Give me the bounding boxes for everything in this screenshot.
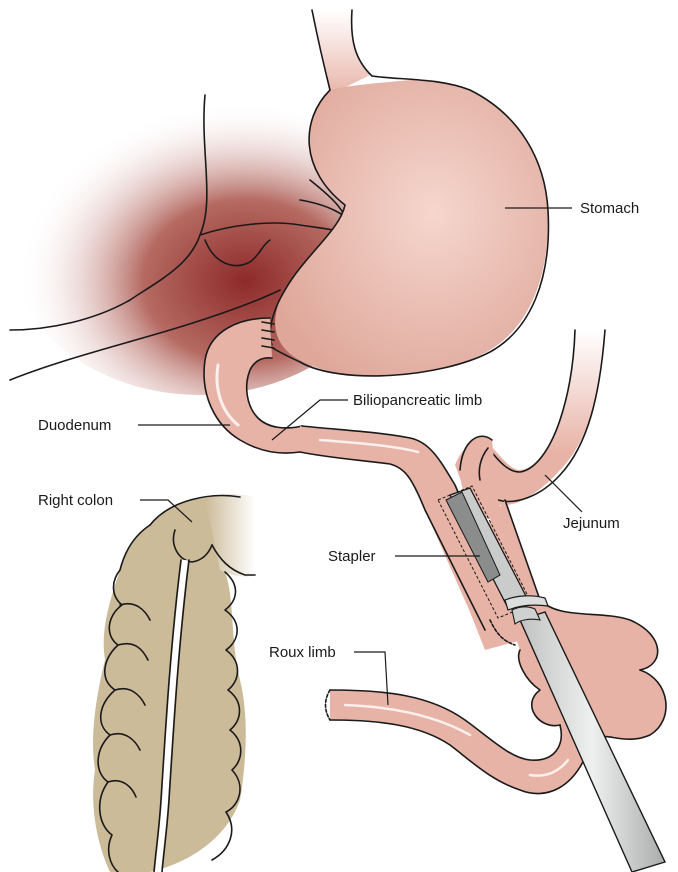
biliopancreatic-leader: [271, 399, 348, 441]
duodenum-label: Duodenum: [38, 417, 111, 434]
stomach: [267, 9, 550, 377]
stapler: [437, 485, 666, 872]
jejunum: [455, 329, 606, 521]
roux-limb-label: Roux limb: [269, 644, 336, 661]
biliopancreatic-limb-label: Biliopancreatic limb: [353, 392, 482, 409]
roux-limb-leader: [354, 651, 389, 706]
biliopancreatic-limb: [299, 425, 522, 650]
right-colon-label: Right colon: [38, 492, 113, 509]
jejunum-label: Jejunum: [563, 515, 620, 532]
jejunum-leader: [544, 474, 583, 513]
right-colon: [93, 494, 256, 872]
duodenum: [203, 317, 303, 454]
right-colon-leader: [140, 499, 193, 523]
stomach-label: Stomach: [580, 200, 639, 217]
stapler-label: Stapler: [328, 548, 376, 565]
leader-lines: [138, 207, 583, 706]
